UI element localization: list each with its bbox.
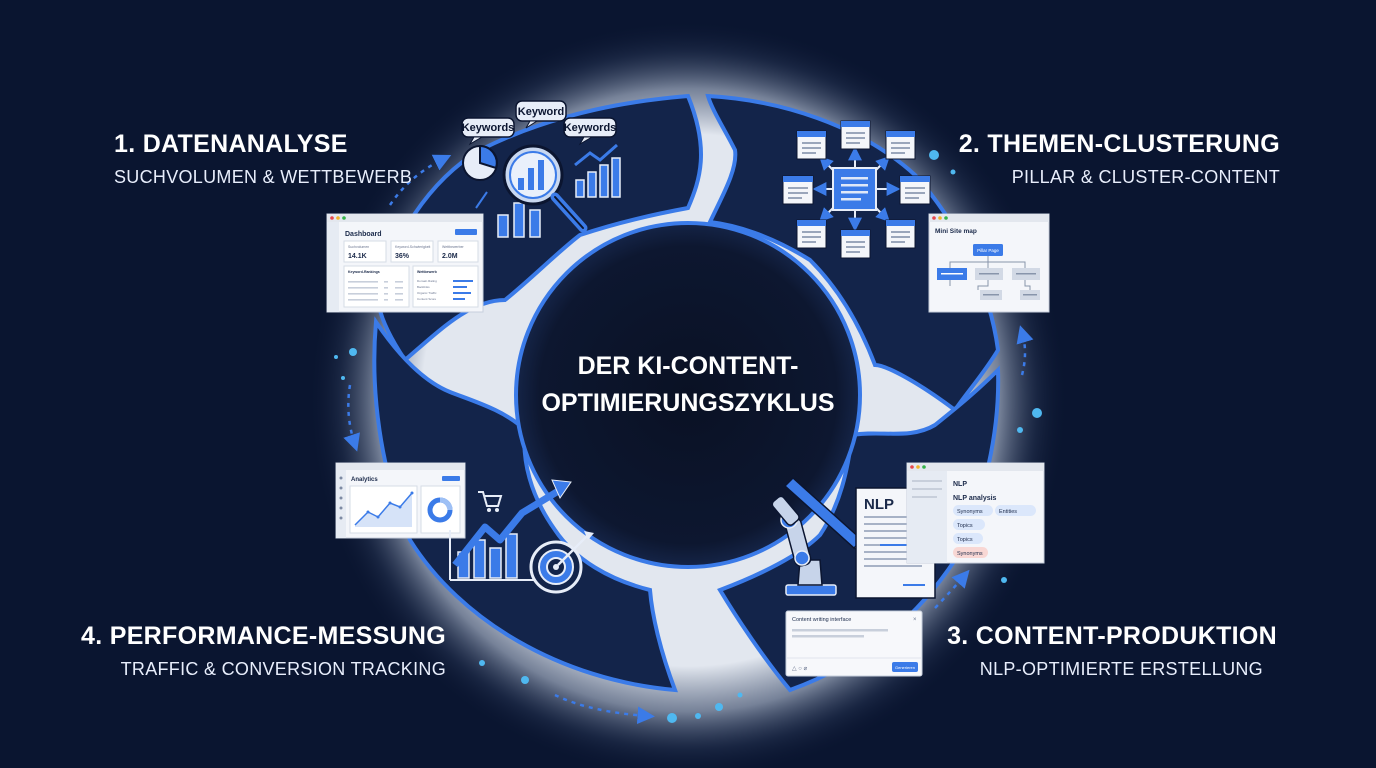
nlp-document-label: NLP [864, 496, 894, 513]
keyword-analysis-icon: Keyword Keywords Keywords [461, 100, 621, 238]
site-map-window: Mini Site map Pillar Page [928, 213, 1050, 313]
flow-arrow-bottom [554, 693, 655, 725]
dashboard-list2-title: Wettbewerb [417, 270, 437, 274]
step-3-label: 3. CONTENT-PRODUKTION NLP-OPTIMIERTE ERS… [947, 622, 1277, 680]
nlp-panel-title: NLP [953, 481, 967, 488]
dashboard-stat1-value: 14.1K [348, 253, 367, 260]
dashboard-list1-title: Keyword-Rankings [348, 270, 380, 274]
analytics-window: Analytics [335, 462, 466, 539]
step-1-title: 1. DATENANALYSE [114, 130, 348, 158]
generate-button-label: Generieren [895, 665, 915, 670]
step-3-title: 3. CONTENT-PRODUKTION [947, 622, 1277, 650]
dashboard-stat2-label: Keyword-Schwierigkeit [395, 245, 430, 249]
dashboard-window: Dashboard Suchvolumen Keyword-Schwierigk… [326, 213, 484, 313]
cluster-cards [782, 120, 931, 259]
flow-arrow-right [1016, 325, 1034, 376]
dashboard-stat1-label: Suchvolumen [348, 245, 369, 249]
step-2-subtitle: PILLAR & CLUSTER-CONTENT [1011, 167, 1280, 187]
step-2-title: 2. THEMEN-CLUSTERUNG [958, 130, 1280, 158]
robot-arm-icon [771, 476, 869, 596]
step-1-subtitle: SUCHVOLUMEN & WETTBEWERB [114, 167, 413, 187]
nlp-panel-subtitle: NLP analysis [953, 495, 997, 502]
flow-arrow-left [343, 384, 360, 452]
nlp-tag-3: Topics [957, 523, 973, 529]
dashboard-stat2-value: 36% [395, 253, 410, 260]
step-4-subtitle: TRAFFIC & CONVERSION TRACKING [120, 659, 446, 679]
step-2-label: 2. THEMEN-CLUSTERUNG PILLAR & CLUSTER-CO… [959, 130, 1280, 188]
dashboard-list2-item1: Domain Rating [417, 279, 437, 283]
ring-segment-bottom-left [372, 316, 678, 693]
dashboard-list2-item4: Content Score [417, 297, 437, 301]
center-title: DER KI-CONTENT- OPTIMIERUNGSZYKLUS [508, 348, 868, 422]
keyword-bubble-top-text: Keyword [518, 106, 564, 118]
writing-interface-window: Content writing interface × △ ○ ⌀ Generi… [785, 610, 923, 677]
nlp-analysis-panel: NLP NLP analysis Synonyms Entities Topic… [906, 462, 1045, 564]
step-4-label: 4. PERFORMANCE-MESSUNG TRAFFIC & CONVERS… [81, 622, 446, 680]
nlp-tag-1: Synonyms [957, 509, 983, 515]
keyword-bubble-right-text: Keywords [564, 122, 617, 134]
writing-interface-title: Content writing interface [792, 617, 851, 623]
keyword-bubble-left-text: Keywords [462, 122, 515, 134]
topic-cluster-icon [782, 120, 931, 259]
center-title-line1: DER KI-CONTENT- [577, 352, 799, 380]
nlp-tag-2: Entities [999, 509, 1017, 515]
center-title-line2: OPTIMIERUNGSZYKLUS [541, 389, 835, 417]
flow-arrow-bottom-right [934, 569, 970, 609]
site-map-title: Mini Site map [935, 228, 977, 235]
particles [334, 150, 1042, 723]
toolbar-icons: △ ○ ⌀ [792, 666, 808, 672]
analytics-title: Analytics [351, 477, 378, 483]
keyword-bubble-left [461, 117, 515, 138]
dashboard-stat3-label: Wettbewerber [442, 245, 465, 249]
flow-arrow-top-left [388, 154, 452, 206]
dashboard-list2-item3: Organic Traffic [417, 291, 437, 295]
dashboard-title: Dashboard [345, 231, 382, 238]
generate-button [892, 662, 918, 672]
step-4-title: 4. PERFORMANCE-MESSUNG [81, 622, 446, 650]
close-icon: × [913, 617, 917, 623]
step-3-subtitle: NLP-OPTIMIERTE ERSTELLUNG [979, 659, 1263, 679]
trend-arrow-icon [452, 487, 562, 568]
dashboard-list2-item2: Backlinks [417, 285, 430, 289]
performance-icon [449, 479, 594, 594]
site-map-pillar: Pillar Page [977, 248, 999, 253]
shopping-cart-icon [478, 491, 503, 507]
dashboard-stat3-value: 2.0M [442, 253, 458, 260]
center-hole [514, 221, 862, 569]
keyword-bubble-top [515, 100, 567, 122]
nlp-tag-5: Synonyms [957, 551, 983, 557]
nlp-tag-4: Topics [957, 537, 973, 543]
step-1-label: 1. DATENANALYSE SUCHVOLUMEN & WETTBEWERB [114, 130, 412, 188]
